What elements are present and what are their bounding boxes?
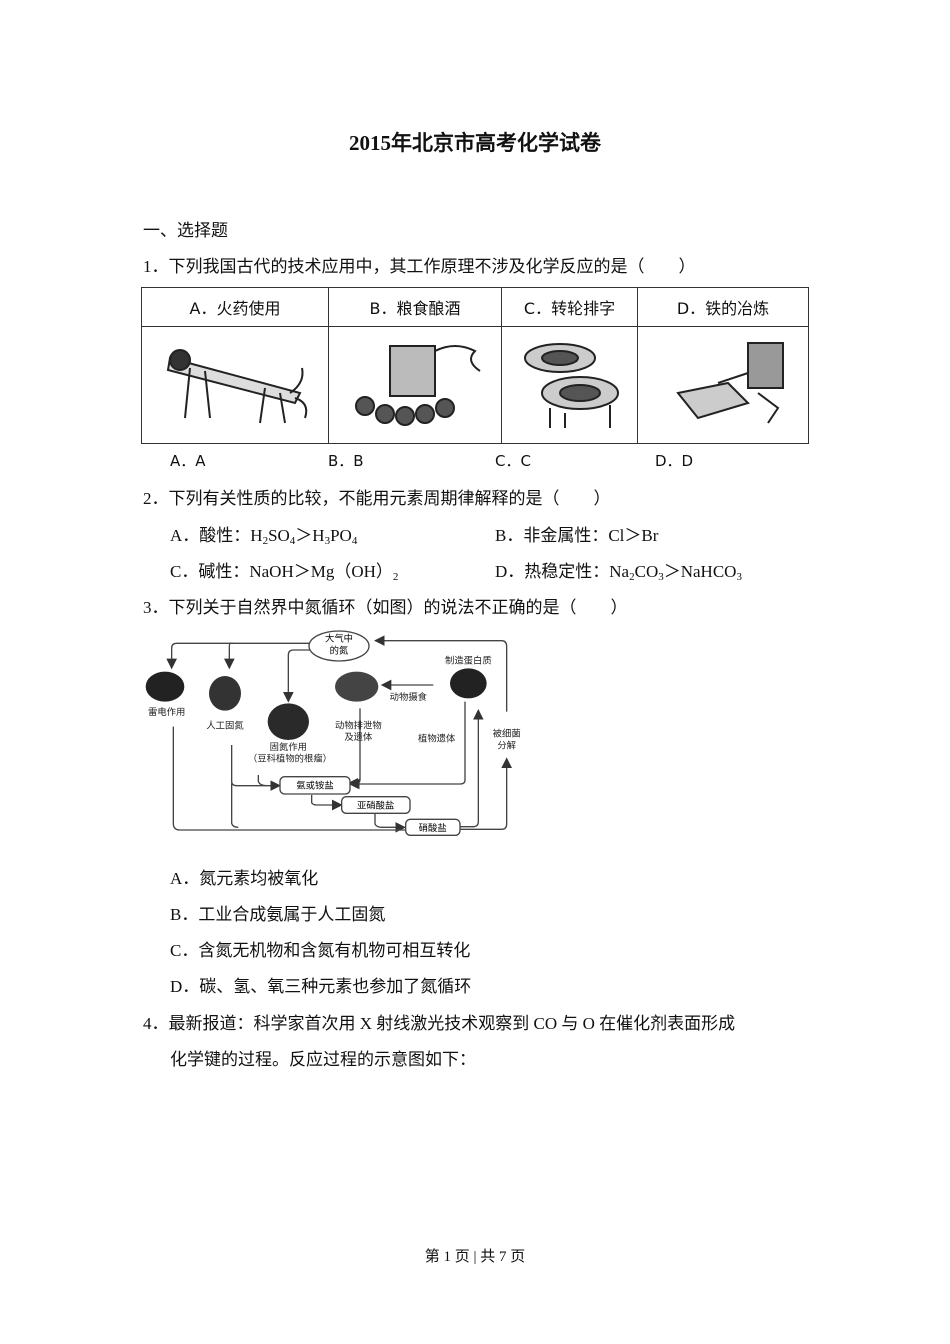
q1-option-d[interactable]: D．D — [655, 452, 694, 470]
q2-option-c[interactable]: C．碱性：NaOH＞Mg（OH）2 — [170, 562, 399, 583]
q1-header-a: A．火药使用 — [141, 287, 329, 327]
svg-text:及遗体: 及遗体 — [344, 731, 373, 743]
q4-stem-line2: 化学键的过程。反应过程的示意图如下： — [170, 1050, 476, 1069]
svg-text:亚硝酸盐: 亚硝酸盐 — [357, 800, 394, 812]
svg-text:氨或铵盐: 氨或铵盐 — [296, 780, 333, 792]
nitrogen-cycle-diagram: 大气中 的氮 雷电作用 人工固氮 固氮作用 （豆科植物的根瘤） 动物排泄物 及遗… — [145, 630, 521, 836]
svg-text:的氮: 的氮 — [330, 644, 349, 656]
animal-photo — [335, 671, 379, 702]
q1-table: A．火药使用 B．粮食酿酒 C．转轮排字 D．铁的冶炼 — [141, 287, 809, 444]
q1-option-b[interactable]: B．B — [328, 452, 364, 470]
brewing-image — [328, 326, 502, 444]
plant-photo — [450, 668, 487, 699]
q3-stem: 3．下列关于自然界中氮循环（如图）的说法不正确的是（ ） — [143, 598, 628, 617]
q4-stem-line1: 4．最新报道：科学家首次用 X 射线激光技术观察到 CO 与 O 在催化剂表面形… — [143, 1014, 736, 1033]
svg-text:人工固氮: 人工固氮 — [206, 719, 244, 731]
q3-option-a[interactable]: A．氮元素均被氧化 — [170, 869, 319, 888]
gunpowder-image — [141, 326, 329, 444]
svg-text:雷电作用: 雷电作用 — [148, 706, 185, 718]
q1-stem: 1．下列我国古代的技术应用中，其工作原理不涉及化学反应的是（ ） — [143, 257, 696, 276]
atmosphere-node — [308, 630, 370, 662]
q1-header-d: D．铁的冶炼 — [637, 287, 809, 327]
svg-text:固氮作用: 固氮作用 — [270, 741, 307, 753]
title-year: 2015 — [349, 131, 391, 155]
q1-option-c[interactable]: C．C — [495, 452, 531, 470]
svg-text:被细菌: 被细菌 — [493, 728, 521, 740]
svg-text:（豆科植物的根瘤）: （豆科植物的根瘤） — [248, 753, 332, 765]
title-text: 年北京市高考化学试卷 — [391, 131, 601, 155]
lightning-photo — [145, 671, 185, 702]
page-title: 2015年北京市高考化学试卷 — [0, 127, 950, 157]
root-nodule-photo — [267, 703, 309, 740]
svg-text:制造蛋白质: 制造蛋白质 — [445, 654, 492, 666]
svg-text:动物排泄物: 动物排泄物 — [335, 719, 382, 731]
q3-option-b[interactable]: B．工业合成氨属于人工固氮 — [170, 905, 386, 924]
section-heading: 一、选择题 — [143, 221, 228, 240]
svg-text:植物遗体: 植物遗体 — [418, 733, 456, 745]
svg-text:硝酸盐: 硝酸盐 — [419, 822, 447, 834]
type-wheel-image — [501, 326, 638, 444]
iron-smelting-image — [637, 326, 809, 444]
q2-stem: 2．下列有关性质的比较，不能用元素周期律解释的是（ ） — [143, 489, 611, 508]
svg-text:动物摄食: 动物摄食 — [390, 691, 428, 703]
artificial-fixation-photo — [209, 676, 241, 711]
q2-option-a[interactable]: A．酸性：H2SO4＞H3PO4 — [170, 526, 358, 547]
svg-text:大气中: 大气中 — [325, 633, 353, 645]
q1-header-b: B．粮食酿酒 — [328, 287, 502, 327]
q3-option-c[interactable]: C．含氮无机物和含氮有机物可相互转化 — [170, 941, 471, 960]
q1-option-a[interactable]: A．A — [170, 452, 206, 470]
q2-option-b[interactable]: B．非金属性：Cl＞Br — [495, 526, 659, 545]
q1-header-c: C．转轮排字 — [501, 287, 638, 327]
q3-option-d[interactable]: D．碳、氢、氧三种元素也参加了氮循环 — [170, 977, 472, 996]
svg-text:分解: 分解 — [497, 739, 516, 751]
q2-option-d[interactable]: D．热稳定性：Na2CO3＞NaHCO3 — [495, 562, 742, 583]
page-footer: 第 1 页 | 共 7 页 — [424, 1249, 526, 1265]
